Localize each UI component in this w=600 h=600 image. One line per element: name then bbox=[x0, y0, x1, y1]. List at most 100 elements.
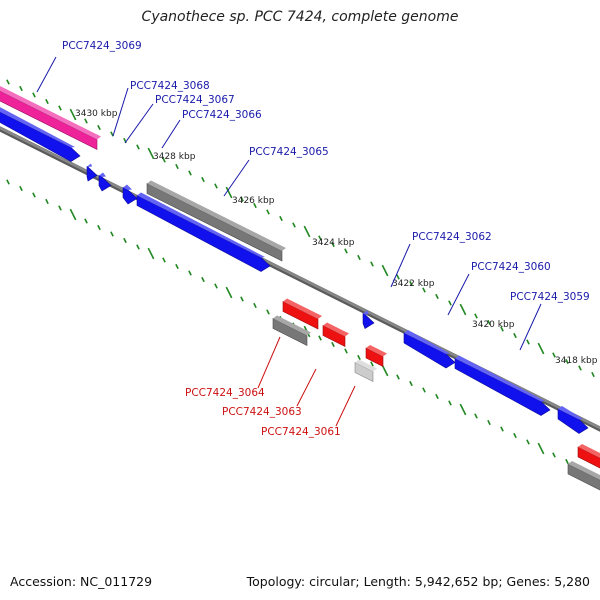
tick-mark bbox=[6, 179, 10, 185]
gene-top-face bbox=[0, 107, 75, 148]
tick-mark bbox=[162, 257, 166, 263]
tick-mark bbox=[32, 192, 36, 198]
ruler-labels: 3430 kbp 3428 kbp 3426 kbp 3424 kbp 3422 kbp… bbox=[75, 109, 598, 366]
tick-mark bbox=[500, 326, 504, 332]
tick-mark bbox=[422, 287, 426, 293]
gene-top-face bbox=[147, 180, 286, 251]
tick-mark bbox=[500, 426, 504, 432]
tick-mark bbox=[487, 319, 491, 326]
tick-mark bbox=[147, 247, 155, 260]
gene-feature bbox=[557, 406, 589, 434]
ruler-label: 3422 kbp bbox=[392, 279, 435, 289]
tick-mark bbox=[147, 147, 155, 160]
gene-label: PCC7424_3062 bbox=[412, 231, 492, 243]
label-leader-line bbox=[390, 243, 411, 288]
tick-mark bbox=[344, 248, 348, 254]
gene-feature bbox=[282, 298, 322, 330]
gene-labels: PCC7424_3069PCC7424_3068PCC7424_3067PCC7… bbox=[36, 40, 590, 438]
label-leader-line bbox=[36, 56, 57, 93]
tick-mark bbox=[409, 380, 413, 387]
tick-mark bbox=[136, 144, 140, 150]
gene-feature bbox=[0, 107, 81, 162]
gene-top-face bbox=[99, 172, 106, 177]
tick-mark bbox=[97, 224, 101, 231]
gene-label: PCC7424_3067 bbox=[155, 94, 235, 106]
gene-top-face bbox=[87, 163, 92, 167]
tick-mark bbox=[318, 335, 322, 341]
gene-top-face bbox=[363, 310, 369, 315]
tick-mark bbox=[240, 296, 244, 302]
tick-mark bbox=[45, 198, 49, 205]
label-leader-line bbox=[335, 385, 356, 427]
ruler-label: 3418 kbp bbox=[555, 356, 598, 366]
tick-mark bbox=[513, 432, 517, 439]
ruler-label: 3430 kbp bbox=[75, 109, 118, 119]
gene-label: PCC7424_3069 bbox=[62, 40, 142, 52]
gene-body bbox=[272, 318, 308, 346]
tick-mark bbox=[19, 85, 23, 92]
gene-body bbox=[86, 166, 98, 182]
gene-top-face bbox=[568, 461, 600, 480]
label-leader-line bbox=[296, 368, 317, 407]
tick-mark bbox=[448, 400, 452, 406]
tick-mark bbox=[435, 293, 439, 300]
gene-label: PCC7424_3060 bbox=[471, 261, 551, 273]
tick-mark bbox=[214, 183, 218, 189]
tick-mark bbox=[487, 419, 491, 426]
tick-mark bbox=[6, 79, 10, 85]
gene-top-face bbox=[323, 322, 349, 337]
tick-mark bbox=[162, 157, 166, 163]
tick-mark bbox=[357, 254, 361, 261]
tick-mark bbox=[214, 283, 218, 289]
gene-feature bbox=[567, 461, 600, 491]
tick-mark bbox=[381, 264, 389, 277]
tick-mark bbox=[537, 342, 545, 355]
tick-mark bbox=[58, 105, 62, 111]
tick-mark bbox=[565, 358, 569, 365]
gene-body bbox=[0, 111, 81, 162]
tick-mark bbox=[552, 452, 556, 458]
tick-mark bbox=[123, 237, 127, 244]
tick-mark bbox=[19, 185, 23, 192]
tick-mark bbox=[513, 332, 517, 339]
tick-mark bbox=[292, 222, 296, 228]
label-leader-line bbox=[447, 273, 470, 316]
tick-mark bbox=[97, 124, 101, 131]
tick-mark bbox=[45, 98, 49, 105]
tick-mark bbox=[188, 170, 192, 176]
ruler-label: 3420 kbp bbox=[472, 320, 515, 330]
tick-mark bbox=[331, 241, 335, 248]
tick-mark bbox=[474, 313, 478, 319]
label-leader-line bbox=[161, 119, 181, 149]
tick-mark bbox=[448, 300, 452, 306]
gene-label: PCC7424_3061 bbox=[261, 426, 341, 438]
tick-mark bbox=[331, 341, 335, 348]
gene-label: PCC7424_3059 bbox=[510, 291, 590, 303]
tick-mark bbox=[225, 286, 233, 299]
tick-mark bbox=[201, 276, 205, 283]
label-leader-line bbox=[257, 336, 281, 389]
tick-mark bbox=[409, 280, 413, 287]
tick-mark bbox=[591, 371, 595, 378]
gene-feature bbox=[322, 322, 349, 347]
gene-feature bbox=[403, 330, 456, 369]
tick-mark bbox=[370, 361, 374, 367]
gene-top-face bbox=[558, 406, 583, 420]
tick-mark bbox=[58, 205, 62, 211]
gene-top-face bbox=[0, 86, 101, 140]
ruler-label: 3424 kbp bbox=[312, 238, 355, 248]
tick-dots bbox=[6, 79, 595, 478]
tick-mark bbox=[344, 348, 348, 354]
label-leader-line bbox=[112, 87, 129, 137]
gene-label: PCC7424_3063 bbox=[222, 406, 302, 418]
tick-mark bbox=[253, 302, 257, 309]
gene-feature bbox=[122, 184, 138, 205]
ruler-label: 3426 kbp bbox=[232, 196, 275, 206]
gene-feature bbox=[354, 359, 377, 382]
ruler-label: 3428 kbp bbox=[153, 152, 196, 162]
gene-top-face bbox=[404, 330, 450, 354]
gene-top-face bbox=[355, 359, 377, 372]
label-leader-line bbox=[519, 303, 542, 351]
gene-feature bbox=[98, 172, 112, 192]
